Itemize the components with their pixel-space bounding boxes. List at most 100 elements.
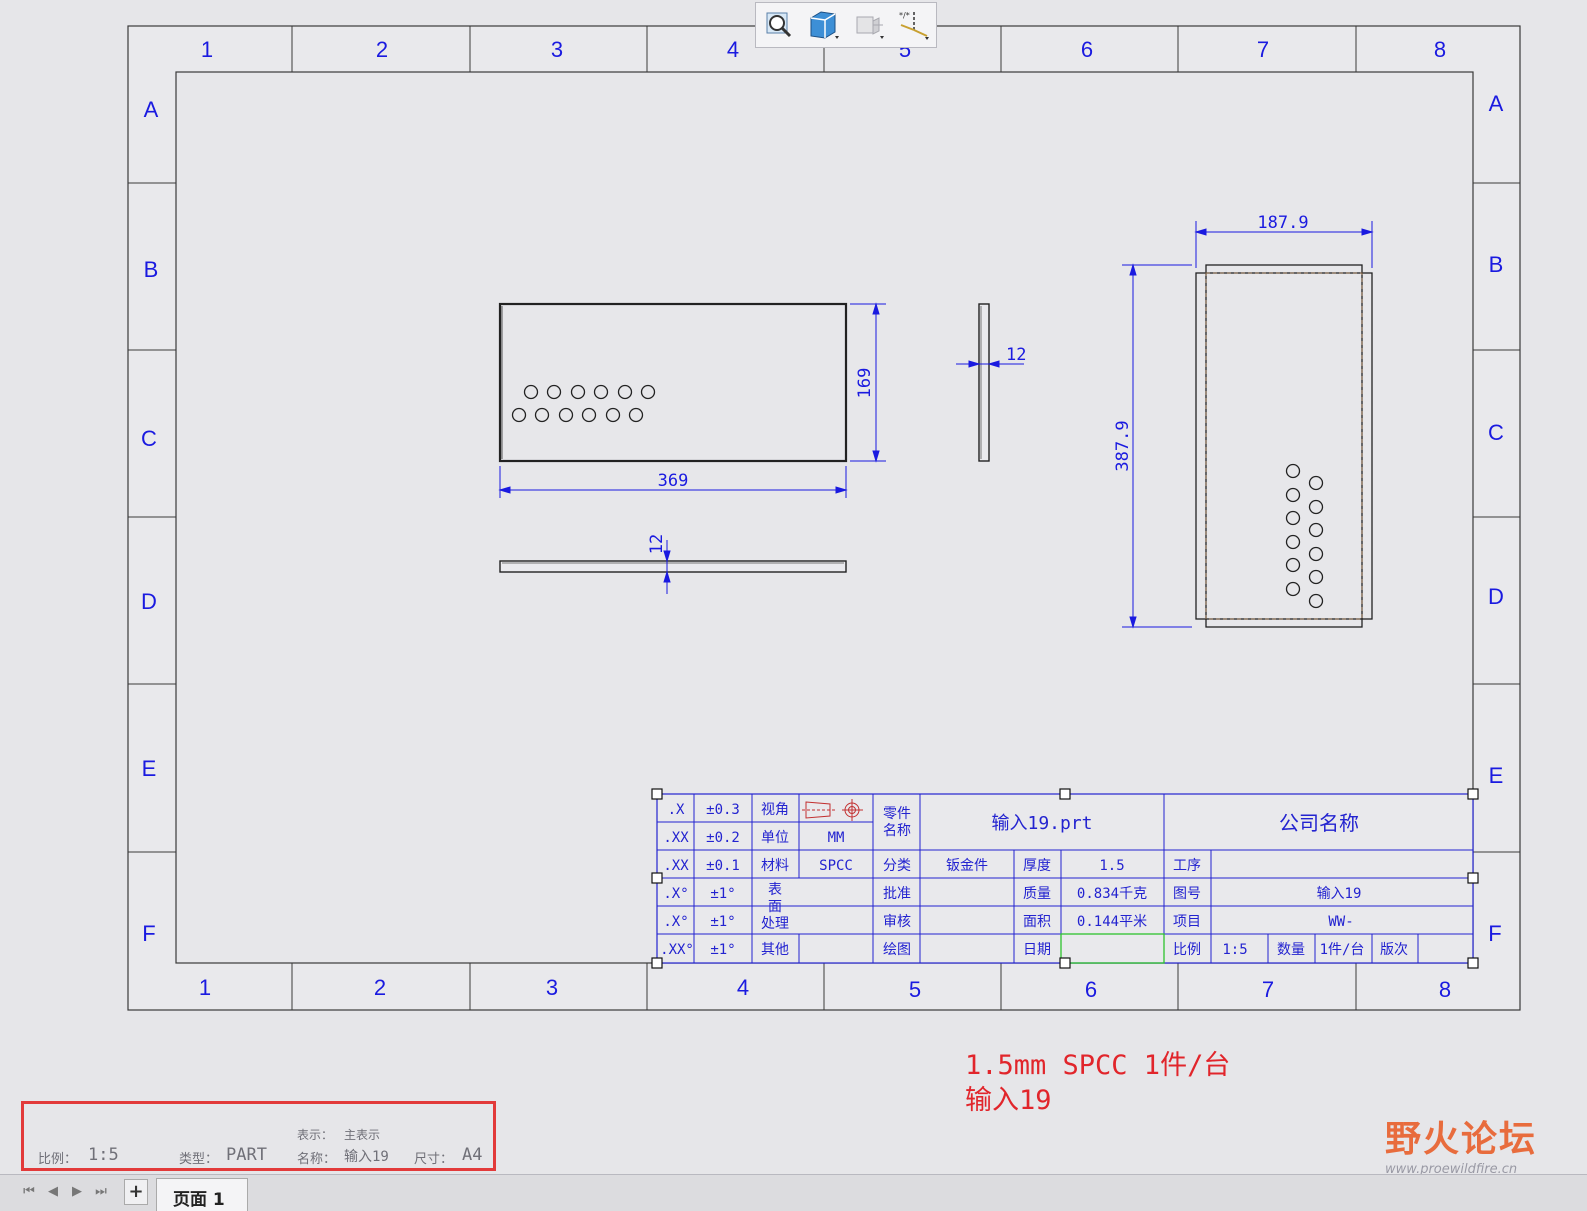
title-block[interactable] — [656, 793, 1474, 964]
watermark-text: 野火论坛 — [1385, 1119, 1538, 1160]
tol-value: ±0.1 — [706, 858, 740, 874]
tol-label: .XX° — [660, 942, 694, 958]
zoom-icon — [766, 12, 791, 38]
forum-watermark: 野火论坛 www.proewildfire.cn — [1385, 1110, 1537, 1177]
area-value: 0.144平米 — [1077, 914, 1147, 930]
rev-label: 版次 — [1380, 942, 1408, 958]
zone-col-top: 2 — [376, 37, 388, 62]
flat-pattern-view[interactable] — [1195, 264, 1373, 628]
approve-label: 批准 — [883, 886, 911, 902]
zone-col-top: 7 — [1257, 37, 1269, 62]
unit-value: MM — [828, 830, 845, 846]
dim-front-width[interactable]: 369 — [658, 471, 689, 491]
thickness-value: 1.5 — [1099, 858, 1124, 874]
datum-display-icon: */* — [899, 11, 929, 40]
zone-col-bottom: 2 — [374, 975, 386, 1000]
other-label: 其他 — [761, 942, 789, 958]
bottom-view[interactable] — [499, 560, 847, 573]
tol-value: ±0.2 — [706, 830, 740, 846]
zone-col-top: 8 — [1434, 37, 1446, 62]
selection-handle — [1467, 788, 1479, 800]
zone-col-bottom: 5 — [909, 977, 921, 1002]
svg-text:*/*: */* — [899, 11, 910, 20]
zone-row-left: A — [144, 97, 159, 122]
saved-views-button[interactable] — [804, 5, 844, 45]
mass-value: 0.834千克 — [1077, 886, 1147, 902]
zone-dividers — [128, 26, 1520, 1010]
selection-handles[interactable] — [651, 788, 1479, 969]
zone-row-left: F — [142, 921, 155, 946]
first-sheet-button[interactable]: ⏮ — [23, 1184, 35, 1199]
dim-side — [956, 360, 1024, 368]
hole-pattern — [511, 384, 656, 423]
dim-front — [498, 302, 886, 498]
sheet-tab-bar: ⏮ ◀ ▶ ⏭ + 页面 1 — [0, 1174, 1587, 1211]
note-line-1[interactable]: 1.5mm SPCC 1件/台 — [965, 1050, 1231, 1081]
cube-view-icon — [810, 11, 839, 39]
zone-col-bottom: 4 — [737, 975, 749, 1000]
category-label: 分类 — [883, 858, 911, 874]
surface-label: 面 — [768, 899, 782, 915]
datum-display-button[interactable]: */* — [894, 5, 934, 45]
front-view[interactable] — [498, 302, 848, 463]
mass-label: 质量 — [1023, 886, 1051, 902]
selection-handle — [1059, 788, 1071, 800]
graphics-toolbar: */* — [755, 2, 937, 48]
company-name: 公司名称 — [1279, 811, 1359, 835]
draw-label: 绘图 — [883, 942, 911, 958]
tol-label: .XX — [663, 830, 689, 846]
date-cell-highlight[interactable] — [1060, 933, 1165, 964]
zone-row-left: D — [141, 589, 157, 614]
zone-row-left: C — [141, 426, 157, 451]
next-sheet-button[interactable]: ▶ — [72, 1184, 82, 1199]
zone-col-top: 3 — [551, 37, 563, 62]
zone-row-right: A — [1489, 91, 1504, 116]
selection-handle — [651, 788, 663, 800]
thickness-label: 厚度 — [1023, 858, 1051, 874]
dim-flat — [1122, 221, 1374, 629]
prev-sheet-button[interactable]: ◀ — [48, 1184, 58, 1199]
part-name-label: 零件 — [883, 806, 911, 822]
selection-handle — [1059, 957, 1071, 969]
add-sheet-button[interactable]: + — [124, 1179, 148, 1205]
dim-bottom-thickness[interactable]: 12 — [647, 534, 667, 554]
tol-value: ±0.3 — [706, 802, 740, 818]
display-style-icon — [856, 16, 884, 39]
zone-row-left: B — [144, 257, 159, 282]
note-line-2[interactable]: 输入19 — [965, 1085, 1052, 1116]
zoom-button[interactable] — [759, 5, 799, 45]
tab-page-1[interactable]: 页面 1 — [156, 1178, 248, 1211]
sheet-status-panel: 表示： 主表示 比例： 1:5 类型： PART 名称： 输入19 尺寸： A4 — [21, 1101, 496, 1171]
dim-side-thickness[interactable]: 12 — [1006, 345, 1026, 365]
surface-label: 处理 — [761, 916, 789, 932]
drawing-no-value: 输入19 — [1317, 886, 1362, 902]
surface-label: 表 — [768, 882, 782, 898]
zone-row-right: B — [1489, 252, 1504, 277]
status-type-label: 类型： — [179, 1152, 219, 1167]
status-size-label: 尺寸： — [414, 1152, 454, 1167]
project-label: 项目 — [1173, 914, 1201, 930]
zone-col-bottom: 3 — [546, 975, 558, 1000]
status-size-value: A4 — [462, 1145, 483, 1165]
zone-labels: 1 2 3 4 5 6 7 8 1 2 3 4 5 6 7 8 A B C D … — [141, 37, 1504, 1002]
date-label: 日期 — [1023, 942, 1051, 958]
last-sheet-button[interactable]: ⏭ — [95, 1184, 107, 1199]
dim-front-height[interactable]: 169 — [855, 368, 875, 399]
scale-value: 1:5 — [1222, 942, 1247, 958]
process-label: 工序 — [1173, 858, 1201, 874]
unit-label: 单位 — [761, 830, 789, 846]
dim-flat-width[interactable]: 187.9 — [1257, 213, 1308, 233]
drawing-no-label: 图号 — [1173, 886, 1201, 902]
status-type-value: PART — [226, 1145, 267, 1165]
qty-value: 1件/台 — [1320, 942, 1365, 958]
tol-label: .X — [668, 802, 685, 818]
side-view[interactable] — [978, 303, 990, 462]
dim-flat-height[interactable]: 387.9 — [1113, 420, 1133, 471]
display-style-button[interactable] — [849, 5, 889, 45]
tol-label: .X° — [663, 886, 688, 902]
view-angle-label: 视角 — [761, 802, 789, 818]
status-name-value: 输入19 — [344, 1149, 389, 1165]
material-value: SPCC — [819, 858, 853, 874]
zone-col-bottom: 7 — [1262, 977, 1274, 1002]
